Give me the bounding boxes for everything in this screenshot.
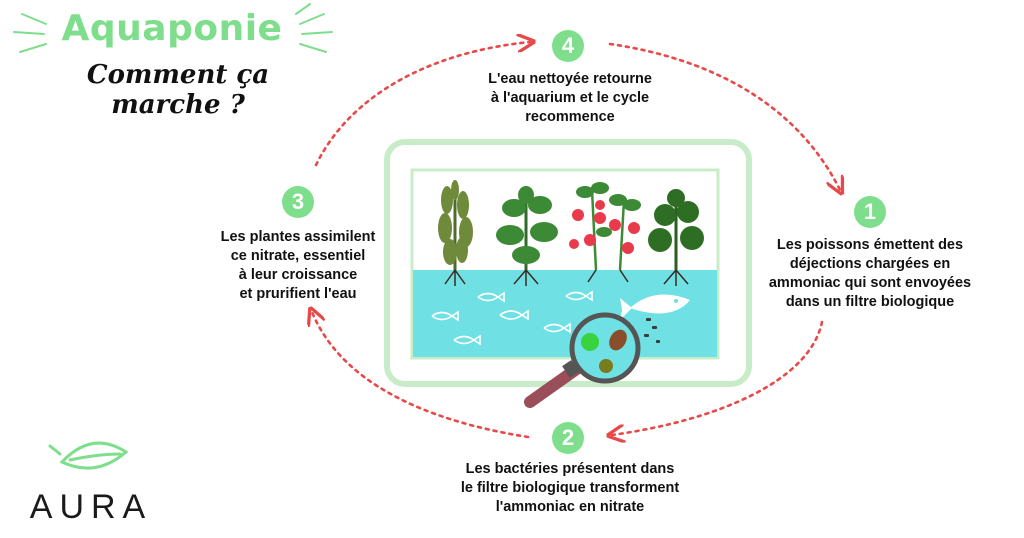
step-4-text: L'eau nettoyée retourne à l'aquarium et … (488, 71, 652, 125)
bacteria-olive (599, 359, 613, 373)
aquarium-water (413, 270, 717, 357)
step-1-number-badge: 1 (854, 196, 886, 228)
fish (431, 310, 459, 322)
arrow-2-to-3 (312, 312, 530, 439)
fish (477, 291, 505, 303)
step-2-text: Les bactéries présentent dans le filtre … (460, 461, 680, 515)
step-3-number-badge: 3 (282, 186, 314, 218)
bacteria-green (581, 333, 599, 351)
fish (565, 290, 593, 302)
page-title: Aquaponie (61, 8, 283, 49)
step-2-number-badge: 2 (552, 422, 584, 454)
step-1-text: Les poissons émettent des déjections cha… (768, 237, 972, 310)
aura-leaf-logo (48, 441, 129, 470)
arrow-1-to-2 (612, 320, 824, 435)
fish (499, 309, 529, 321)
arrow-4-to-1 (608, 42, 840, 190)
title-rays-right (295, 3, 333, 53)
step-3-text: Les plantes assimilent ce nitrate, essen… (220, 229, 376, 302)
fish-droppings (644, 318, 660, 343)
magnifying-glass-icon (524, 312, 641, 408)
plant-mint (496, 186, 558, 286)
fish-group (431, 290, 593, 346)
title-rays-left (13, 13, 47, 53)
plant-spinach (648, 189, 704, 286)
arrow-3-to-4 (314, 42, 530, 167)
plant-strawberry (569, 182, 641, 283)
page-subtitle: Comment ça marche ? (86, 60, 270, 120)
bacteria-brown (609, 329, 627, 351)
plant-rosemary (438, 180, 473, 286)
big-fish (620, 294, 690, 320)
fish (453, 334, 481, 346)
fish (543, 322, 571, 334)
aquarium (384, 139, 752, 387)
cycle-arrows (312, 42, 840, 437)
brand-name: AURA (29, 488, 153, 526)
step-4-number-badge: 4 (552, 30, 584, 62)
